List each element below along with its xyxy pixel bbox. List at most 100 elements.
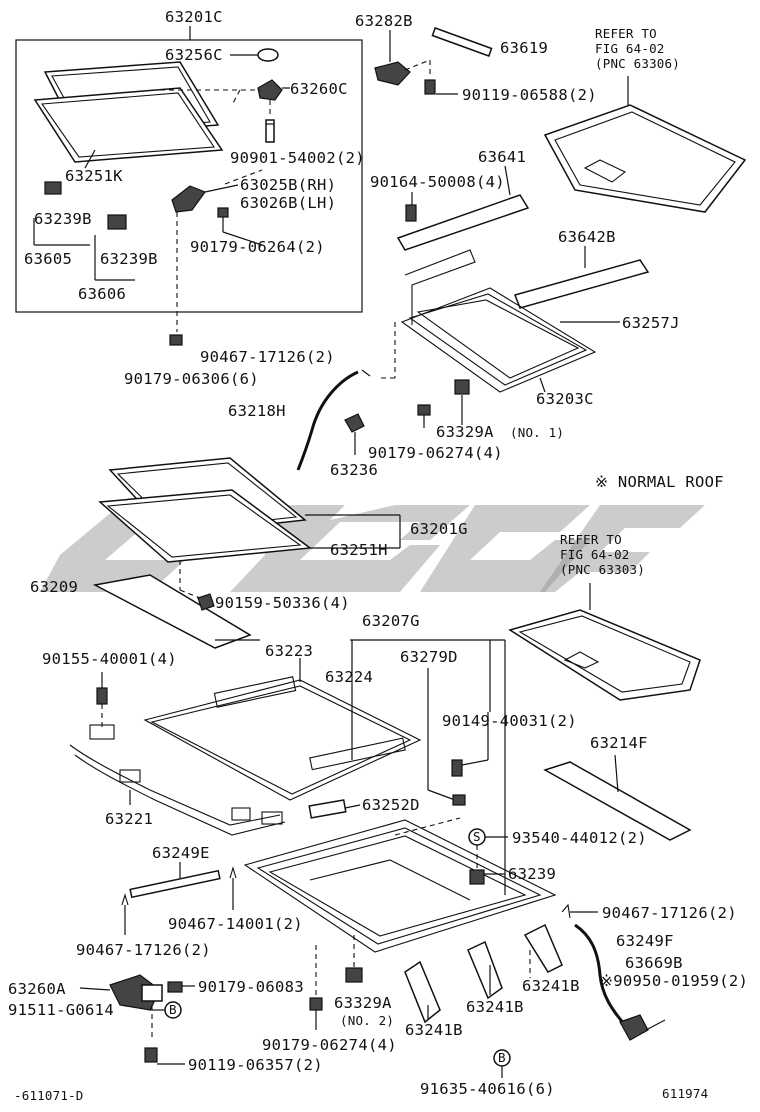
deflector-63209 — [92, 574, 252, 649]
label-63239: 63239 — [508, 865, 556, 883]
part-63619 — [431, 27, 493, 57]
label-63221: 63221 — [105, 810, 153, 828]
rail-63641 — [396, 194, 530, 251]
label-90901-54002: 90901-54002(2) — [230, 149, 365, 167]
clip-63239B-2 — [107, 214, 127, 230]
label-63641: 63641 — [478, 148, 526, 166]
part-63260C — [257, 79, 283, 101]
label-63329A-2: 63329A — [334, 994, 392, 1012]
label-90467-14001: 90467-14001(2) — [168, 915, 303, 933]
screw-90119-06588 — [424, 79, 436, 95]
label-normal-roof: ※ NORMAL ROOF — [595, 473, 724, 491]
label-93540-44012: 93540-44012(2) — [512, 829, 647, 847]
label-63218H: 63218H — [228, 402, 286, 420]
label-63329A-2-note: (NO. 2) — [340, 1013, 394, 1028]
label-63249E: 63249E — [152, 844, 210, 862]
label-90467-17126-c: 90467-17126(2) — [76, 941, 211, 959]
label-63282B: 63282B — [355, 12, 413, 30]
frame-63203C — [400, 249, 597, 393]
nut-90179-06083 — [167, 981, 183, 993]
valve-63669B — [619, 1014, 649, 1041]
label-63025B: 63025B(RH) — [240, 176, 336, 194]
glass-panel-63201G — [98, 457, 313, 563]
label-90467-17126-a: 90467-17126(2) — [200, 348, 335, 366]
part-63252D — [308, 799, 347, 819]
guide-frame-63224 — [143, 676, 422, 801]
clamp-63236 — [344, 413, 365, 433]
nut-90179-06264 — [217, 207, 229, 218]
label-63606: 63606 — [78, 285, 126, 303]
label-90119-06357: 90119-06357(2) — [188, 1056, 323, 1074]
label-63329A-1-note: (NO. 1) — [510, 425, 564, 440]
label-90149-40031: 90149-40031(2) — [442, 712, 577, 730]
label-90467-17126-b: 90467-17126(2) — [602, 904, 737, 922]
label-90119-06588: 90119-06588(2) — [462, 86, 597, 104]
label-63669B: 63669B — [625, 954, 683, 972]
ref1-line2: FIG 64-02 — [595, 41, 665, 56]
hose-63218H — [296, 370, 359, 471]
label-90155-40001: 90155-40001(4) — [42, 650, 177, 668]
label-63223: 63223 — [265, 642, 313, 660]
part-63256C — [257, 48, 279, 62]
bracket-63241B-2 — [467, 940, 503, 1000]
label-90179-06083: 90179-06083 — [198, 978, 304, 996]
label-63239B-2: 63239B — [100, 250, 158, 268]
label-63260C: 63260C — [290, 80, 348, 98]
label-63642B: 63642B — [558, 228, 616, 246]
label-90950-01959: ※90950-01959(2) — [600, 972, 748, 990]
label-63279D: 63279D — [400, 648, 458, 666]
label-90179-06306: 90179-06306(6) — [124, 370, 259, 388]
label-63619: 63619 — [500, 39, 548, 57]
ref1-line1: REFER TO — [595, 26, 657, 41]
label-63236: 63236 — [330, 461, 378, 479]
label-90164-50008: 90164-50008(4) — [370, 173, 505, 191]
label-63207G: 63207G — [362, 612, 420, 630]
footer-left-code: -611071-D — [14, 1088, 84, 1103]
assembly-63201C-box — [15, 39, 363, 313]
clip-63239 — [469, 869, 485, 885]
label-63252D: 63252D — [362, 796, 420, 814]
label-63026B: 63026B(LH) — [240, 194, 336, 212]
clip-63239B-1 — [44, 181, 62, 195]
label-63201C: 63201C — [165, 8, 223, 26]
s-marker-text: S — [473, 829, 481, 844]
hose-63249E — [129, 869, 221, 899]
label-63239B-1: 63239B — [34, 210, 92, 228]
ref2-line2: FIG 64-02 — [560, 547, 630, 562]
b-marker-1-text: B — [169, 1002, 177, 1017]
label-91635-40616: 91635-40616(6) — [420, 1080, 555, 1098]
label-90179-06274-a: 90179-06274(4) — [368, 444, 503, 462]
footer-right-code: 611974 — [662, 1086, 708, 1101]
clip-63329A-no1 — [454, 379, 470, 395]
label-91511-G0614: 91511-G0614 — [8, 1001, 114, 1019]
label-63241B-2: 63241B — [466, 998, 524, 1016]
label-63329A-1: 63329A — [436, 423, 494, 441]
label-63251K: 63251K — [65, 167, 123, 185]
label-63605: 63605 — [24, 250, 72, 268]
clip-63329A-no2 — [345, 967, 363, 983]
b-marker-1 — [164, 1001, 182, 1019]
part-63279D-nut — [452, 794, 466, 806]
ref2-line3: (PNC 63303) — [560, 562, 645, 577]
label-63256C: 63256C — [165, 46, 223, 64]
bolt-90155-40001 — [96, 687, 108, 705]
ref2-line1: REFER TO — [560, 532, 622, 547]
label-63257J: 63257J — [622, 314, 680, 332]
ref1-line3: (PNC 63306) — [595, 56, 680, 71]
nut-90179-06274-a — [417, 404, 431, 416]
nut-90179-06306 — [169, 334, 183, 346]
hose-63249F — [574, 923, 627, 1026]
label-63203C: 63203C — [536, 390, 594, 408]
label-63201G: 63201G — [410, 520, 468, 538]
label-63241B-3: 63241B — [522, 977, 580, 995]
label-63209: 63209 — [30, 578, 78, 596]
housing-frame-63207G — [243, 819, 557, 953]
label-63241B-1: 63241B — [405, 1021, 463, 1039]
label-63249F: 63249F — [616, 932, 674, 950]
bracket-63241B-3 — [523, 923, 563, 973]
label-63260A: 63260A — [8, 980, 66, 998]
glass-panel-63201C — [33, 61, 224, 163]
bolt-90149-40031 — [451, 759, 463, 777]
bracket-63241B-1 — [404, 960, 441, 1024]
bolt-90164-50008 — [405, 204, 417, 222]
